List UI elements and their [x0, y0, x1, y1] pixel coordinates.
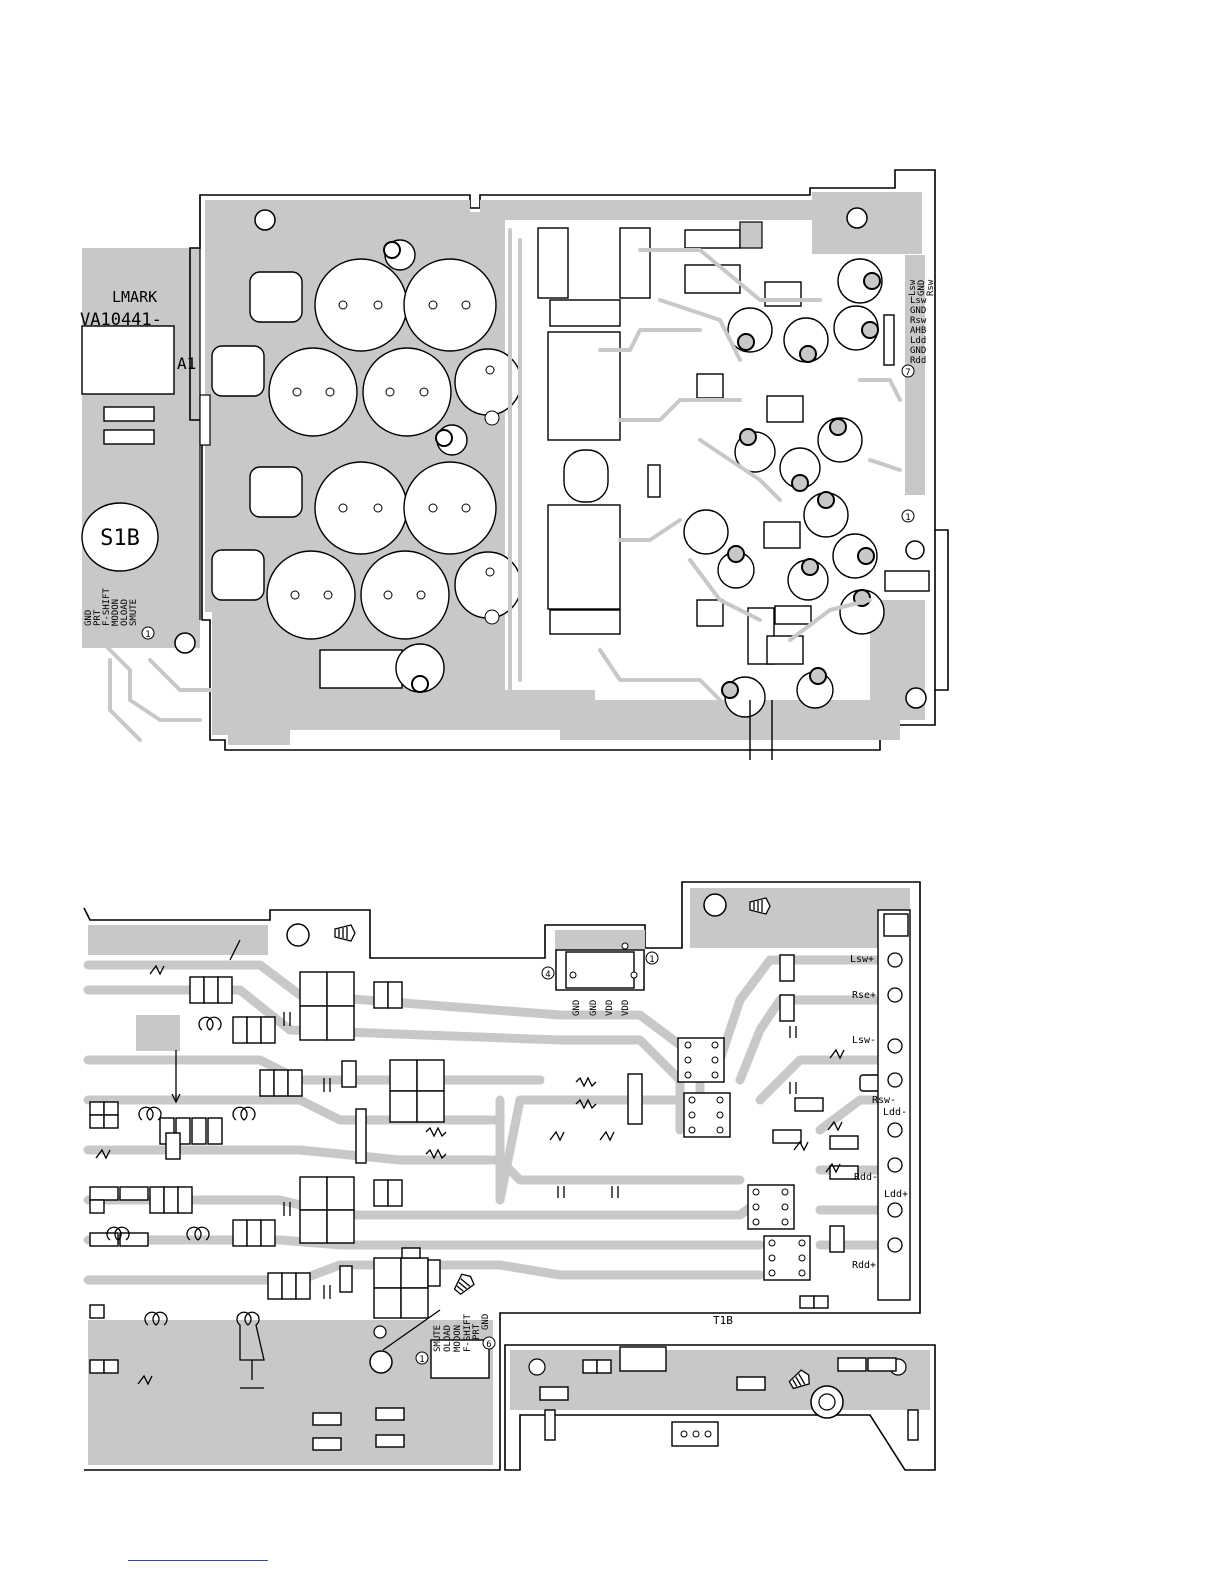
right-connector-pin-list: Lsw GND Rsw AHB Ldd GND Rdd: [910, 296, 927, 366]
terminal-label: Rse+: [852, 990, 876, 1001]
footer-rule: [128, 1560, 268, 1561]
bottom-pin-label: GND: [481, 1314, 491, 1330]
bottom-copper: [88, 888, 930, 1465]
bottom-connector-pins: SMUTE OLOAD MODON F-SHIFT PRT GND: [433, 1313, 491, 1352]
terminal-label: Rdd+: [852, 1260, 876, 1271]
bottom-board-outline: [84, 882, 920, 1470]
screw-icon: [335, 898, 813, 1392]
left-pin-one-marker: 1: [145, 630, 150, 640]
part-number: VA10441-: [80, 310, 162, 330]
bottom-pin-label: SMUTE: [433, 1325, 443, 1352]
right-pin-marker: 7: [905, 368, 910, 378]
relay-pads: [678, 1038, 810, 1280]
right-pin-row: AHB: [910, 326, 926, 336]
right-pin-row: Ldd: [910, 336, 926, 346]
board-id: A1: [177, 354, 196, 373]
bottom-pin-label: OLOAD: [443, 1325, 453, 1352]
terminal-block: [878, 910, 910, 1300]
right-pin-row: Rsw: [910, 316, 927, 326]
right-pin-row: Lsw: [910, 296, 927, 306]
bottom-pin-label: PRT: [472, 1323, 482, 1340]
bottom-sub-board-outline: [505, 1345, 935, 1470]
bus-traces: [88, 960, 890, 1460]
bottom-pin-marker: 1: [419, 1355, 424, 1365]
component-symbols: [96, 940, 844, 1388]
ic-pin-label: GND: [589, 1000, 599, 1016]
bottom-pin-label: MODON: [453, 1325, 463, 1352]
bottom-mounting-holes: [287, 894, 906, 1418]
ic-pin-labels: GND GND VDD VDD: [572, 1000, 631, 1016]
terminal-label: Ldd+: [884, 1189, 908, 1200]
maker-mark: LMARK: [112, 288, 157, 306]
left-copper-area: [82, 195, 200, 648]
right-pin-row: GND: [910, 306, 926, 316]
right-pin-one-marker: 1: [905, 513, 910, 523]
right-pin-row: GND: [910, 346, 926, 356]
right-pin-row: Rdd: [910, 356, 926, 366]
terminal-label: Ldd-: [883, 1107, 907, 1118]
terminal-label: Rdd-: [854, 1172, 878, 1183]
module-label: S1B: [100, 526, 140, 551]
regulator-ic: [542, 943, 658, 990]
bottom-pin-label: F-SHIFT: [463, 1313, 473, 1352]
three-pin-connector: [672, 1422, 718, 1446]
terminal-label: Lsw+: [850, 954, 874, 965]
ic-pin-label: VDD: [605, 1000, 615, 1016]
ic-pin-marker: 4: [545, 970, 550, 980]
ic-pin-label: VDD: [621, 1000, 631, 1016]
transformer-label: T1B: [713, 1314, 733, 1327]
terminal-label: Lsw-: [852, 1035, 876, 1046]
bottom-pin-marker: 6: [486, 1340, 491, 1350]
output-terminal-labels: Lsw+ Rse+ Lsw- Rsw- Ldd- Rdd- Ldd+ Rdd+: [850, 954, 908, 1271]
terminal-label: Rsw-: [872, 1095, 896, 1106]
right-pin-label: Rsw: [926, 279, 936, 296]
ic-pin-marker: 1: [649, 955, 654, 965]
top-board-diagram: LMARK VA10441- A1 S1B GND PRT F-SHIFT MO…: [0, 0, 1224, 780]
left-pin-label: SMUTE: [129, 599, 139, 626]
right-connector-pins: Lsw GND Rsw: [908, 279, 936, 296]
ic-pin-label: GND: [572, 1000, 582, 1016]
chip-pads: [90, 955, 918, 1450]
